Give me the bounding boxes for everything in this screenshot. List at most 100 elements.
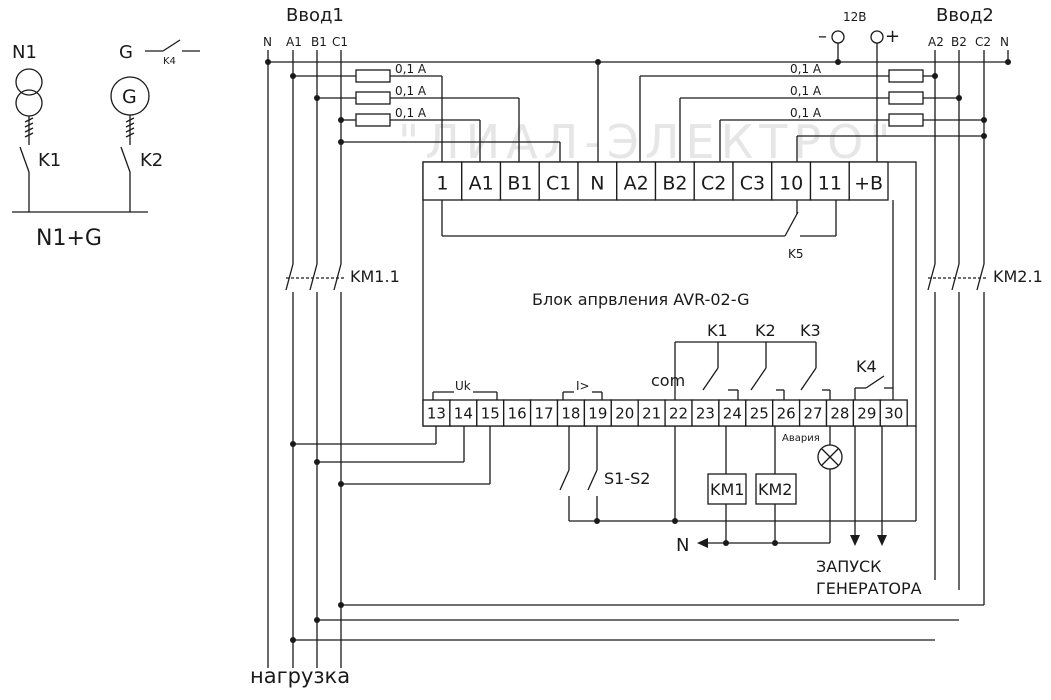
- current-label: I>: [576, 379, 590, 393]
- vvod2-line-c2: C2: [975, 35, 991, 49]
- alarm-lamp-icon: [817, 444, 843, 470]
- km1-coil-icon: [707, 473, 747, 505]
- top-terminal-box: [732, 161, 773, 201]
- bottom-terminal-label: 29: [857, 405, 876, 423]
- km21-contactor: [927, 263, 987, 292]
- k1-relay-label: K1: [707, 321, 728, 340]
- bottom-terminal-label: 26: [777, 405, 796, 423]
- junction-dots: [265, 59, 1011, 643]
- top-terminal-box: [577, 161, 618, 201]
- top-terminal-box: [654, 161, 695, 201]
- com-label: com: [651, 371, 685, 390]
- supply-minus-label: –: [818, 26, 827, 47]
- bottom-terminal-label: 20: [615, 405, 634, 423]
- bottom-terminal-label: 16: [508, 405, 527, 423]
- k4-relay-label: K4: [856, 357, 877, 376]
- bottom-terminal-box: [718, 399, 747, 427]
- n1-label: N1: [12, 42, 37, 63]
- bottom-terminal-label: 23: [696, 405, 715, 423]
- bottom-terminal-label: 28: [830, 405, 849, 423]
- bottom-terminal-label: 17: [535, 405, 554, 423]
- vvod2-line-b2: B2: [951, 35, 967, 49]
- vvod1-line-a1: A1: [286, 35, 302, 49]
- k4-contact-icon: [854, 200, 894, 400]
- current-bracket: [562, 391, 603, 400]
- fuse-rating: 0,1 A: [790, 62, 822, 76]
- generator-g-glyph: G: [122, 86, 137, 108]
- vvod1-label: Ввод1: [286, 5, 344, 26]
- bottom-terminal-box: [879, 399, 908, 427]
- generator-start-label-2: ГЕНЕРАТОРА: [816, 579, 922, 598]
- k2-relay-label: K2: [755, 321, 776, 340]
- supply-plus-terminal-icon: [870, 30, 884, 44]
- km2-coil-icon: [755, 473, 797, 505]
- bottom-terminal-label: 15: [481, 405, 500, 423]
- top-terminal-label: C2: [701, 172, 726, 194]
- fuse-icon: [355, 113, 391, 127]
- uk-bracket: [432, 391, 498, 400]
- km11-contactor: [266, 263, 344, 292]
- top-terminal-label: 1: [436, 172, 448, 194]
- top-terminal-label: +B: [854, 172, 883, 194]
- bottom-terminal-label: 25: [750, 405, 769, 423]
- top-terminal-box: [809, 161, 850, 201]
- bottom-terminal-box: [637, 399, 666, 427]
- fuse-rating: 0,1 A: [395, 106, 427, 120]
- neutral-output-label: N: [676, 535, 689, 556]
- uk-label: Uk: [455, 379, 471, 393]
- top-terminal-box: [848, 161, 889, 201]
- top-terminal-label: A1: [469, 172, 494, 194]
- fuse-icon: [888, 113, 924, 127]
- bottom-terminal-box: [798, 399, 828, 427]
- fuse-icon: [888, 91, 924, 105]
- k4-small-label: K4: [163, 56, 176, 67]
- k5-contact-icon: [441, 200, 837, 237]
- main-wiring: [267, 43, 1009, 668]
- bottom-terminal-label: 27: [804, 405, 823, 423]
- left-scheme: N1 G K4 G: [12, 39, 200, 251]
- top-terminal-box: [538, 161, 579, 201]
- bottom-terminal-box: [556, 399, 586, 427]
- bottom-terminal-label: 19: [588, 405, 607, 423]
- fuse-icon: [888, 69, 924, 83]
- bottom-terminal-label: 14: [454, 405, 473, 423]
- bottom-terminal-label: 24: [723, 405, 742, 423]
- top-terminal-label: 11: [818, 172, 842, 194]
- vvod2-line-a2: A2: [928, 35, 944, 49]
- vvod2-line-n: N: [1000, 35, 1009, 49]
- avr-device-body: [422, 161, 917, 427]
- top-terminal-box: [771, 161, 812, 201]
- top-terminal-label: C1: [546, 172, 571, 194]
- k2-left-label: K2: [140, 150, 163, 171]
- bottom-terminal-box: [691, 399, 720, 427]
- fuse-icon: [355, 69, 391, 83]
- bus-label: N1+G: [36, 226, 102, 251]
- fuse-rating: 0,1 A: [395, 84, 427, 98]
- top-terminal-label: A2: [624, 172, 649, 194]
- left-feeder-lines: [12, 115, 148, 213]
- bottom-terminal-label: 30: [884, 405, 903, 423]
- supply-minus-terminal-icon: [831, 30, 845, 44]
- bottom-terminal-box: [422, 399, 451, 427]
- supply-12v-label: 12В: [843, 10, 867, 24]
- fuse-rating: 0,1 A: [790, 84, 822, 98]
- km1-coil-label: KM1: [710, 480, 744, 499]
- top-terminal-box: [616, 161, 657, 201]
- vvod1-line-b1: B1: [311, 35, 327, 49]
- bottom-terminal-label: 13: [427, 405, 446, 423]
- bottom-terminal-box: [476, 399, 505, 427]
- vvod1-line-n: N: [263, 35, 272, 49]
- vvod1-line-c1: C1: [332, 35, 348, 49]
- k5-label: K5: [788, 247, 804, 261]
- generator-icon: G: [110, 76, 150, 116]
- top-terminal-label: B2: [662, 172, 687, 194]
- device-title: Блок апрвления AVR-02-G: [532, 290, 749, 309]
- alarm-label: Авария: [782, 433, 820, 444]
- top-terminal-label: N: [590, 172, 604, 194]
- vvod2-label: Ввод2: [936, 5, 994, 26]
- external-circuit: [559, 426, 917, 548]
- fuse-icon: [355, 91, 391, 105]
- bottom-terminal-box: [583, 399, 612, 427]
- bottom-terminal-box: [610, 399, 639, 427]
